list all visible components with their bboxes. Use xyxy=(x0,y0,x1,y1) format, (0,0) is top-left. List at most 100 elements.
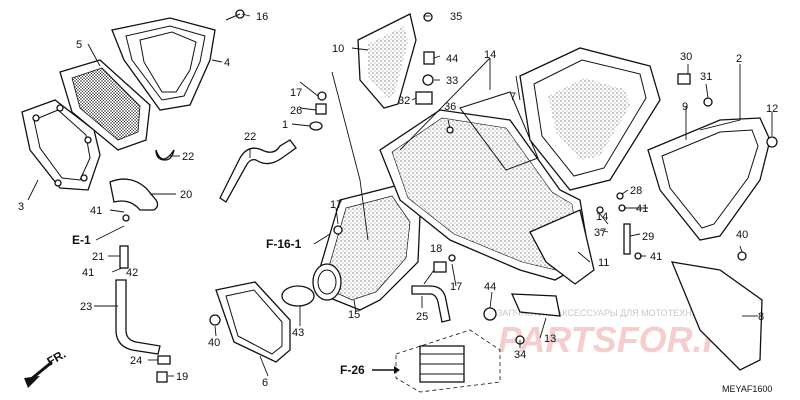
callout-15: 15 xyxy=(348,309,360,321)
leader-lines xyxy=(27,13,773,377)
callout-25: 25 xyxy=(416,311,428,323)
part-7-box xyxy=(519,47,661,191)
callout-41b: 41 xyxy=(82,267,94,279)
callout-33: 32 xyxy=(398,95,410,107)
part-39-nut xyxy=(209,314,221,326)
part-8-cover xyxy=(670,261,763,371)
part-42-band xyxy=(281,285,315,307)
part-14-clip xyxy=(596,206,604,214)
callout-39: 40 xyxy=(208,337,220,349)
part-23-tube xyxy=(219,139,297,203)
part-44-bolt xyxy=(423,51,435,65)
callout-1: 1 xyxy=(282,119,288,131)
part-1-grommet xyxy=(309,121,323,131)
callout-28: 24 xyxy=(130,355,142,367)
callout-13: 13 xyxy=(544,333,556,345)
part-10-cover xyxy=(357,13,417,109)
part-15-duct xyxy=(312,185,421,311)
part-34-washer xyxy=(422,74,434,86)
callout-22: 21 xyxy=(92,251,104,263)
part-19-clip xyxy=(433,261,447,273)
callout-4: 4 xyxy=(224,57,230,69)
callout-38: 40 xyxy=(736,229,748,241)
callout-31: 30 xyxy=(680,51,692,63)
callout-36: 35 xyxy=(450,11,462,23)
callout-8: 8 xyxy=(758,311,764,323)
part-13-bracket xyxy=(510,293,561,317)
part-43-bolt xyxy=(483,307,497,321)
callout-41a: 41 xyxy=(90,205,102,217)
callout-21: 20 xyxy=(180,189,192,201)
callout-9: 9 xyxy=(682,101,688,113)
part-5-element xyxy=(59,59,151,151)
callout-29: 28 xyxy=(630,185,642,197)
callout-37b: 37 xyxy=(594,227,606,239)
diagram-code: MEYAF1600 xyxy=(722,384,772,394)
callout-19: 18 xyxy=(430,243,442,255)
callout-44: 44 xyxy=(446,53,458,65)
callout-17b: 17 xyxy=(330,199,342,211)
callout-40b: 41 xyxy=(650,251,662,263)
part-6-gasket xyxy=(215,281,291,363)
callout-16: 16 xyxy=(256,11,268,23)
callout-34: 33 xyxy=(446,75,458,87)
part-21-hose xyxy=(109,178,159,211)
callout-2: 2 xyxy=(736,53,742,65)
part-27-clamp xyxy=(155,149,175,161)
part-32-washer xyxy=(703,97,713,107)
callout-18: 17 xyxy=(450,281,462,293)
part-38-bolt xyxy=(737,251,747,261)
callout-37a: 36 xyxy=(444,101,456,113)
ref-e1: E-1 xyxy=(72,233,91,247)
part-33-nut xyxy=(415,91,433,105)
callout-41c: 42 xyxy=(126,267,138,279)
part-11-plate xyxy=(529,209,595,285)
ref-f26: F-26 xyxy=(340,363,365,377)
part-3-plate xyxy=(21,99,101,191)
callout-labels: 5 4 16 3 22 20 41 21 41 42 23 24 19 22 6… xyxy=(18,11,778,389)
part-18-clip xyxy=(448,254,456,262)
part-f26-module xyxy=(395,329,501,393)
callout-14a: 14 xyxy=(484,49,496,61)
callout-17a: 17 xyxy=(290,87,302,99)
watermark-text: ЗАПЧАСТИ И АКСЕССУАРЫ ДЛЯ МОТОТЕХНИКИ xyxy=(497,308,710,318)
part-22-joint xyxy=(119,245,129,269)
callout-14b: 14 xyxy=(596,211,608,223)
part-30-bolt xyxy=(623,223,631,255)
callout-10: 10 xyxy=(332,43,344,55)
part-12-bolt xyxy=(766,136,778,148)
callout-43: 44 xyxy=(484,281,496,293)
callout-24: 23 xyxy=(80,301,92,313)
callout-5: 5 xyxy=(76,39,82,51)
part-20-cap xyxy=(156,371,168,383)
callout-35: 34 xyxy=(514,349,526,361)
reference-labels: E-1 F-16-1 F-26 xyxy=(72,225,400,377)
part-36-bolt xyxy=(423,12,433,22)
callout-26: 26 xyxy=(290,105,302,117)
callout-40a: 41 xyxy=(636,203,648,215)
part-29-bolt xyxy=(616,192,624,200)
front-arrow: FR. xyxy=(24,347,68,388)
callout-23: 22 xyxy=(244,131,256,143)
part-17b-clip xyxy=(333,225,343,235)
callout-3: 3 xyxy=(18,201,24,213)
callout-20: 19 xyxy=(176,371,188,383)
part-25-hose xyxy=(411,285,451,323)
part-16-screw xyxy=(225,9,245,21)
part-24-tube xyxy=(115,279,161,355)
callout-6: 6 xyxy=(262,377,268,389)
part-28-plug xyxy=(157,355,171,365)
callout-27: 22 xyxy=(182,151,194,163)
callout-30: 29 xyxy=(642,231,654,243)
callout-7: 7 xyxy=(510,91,516,103)
ref-f16-1: F-16-1 xyxy=(266,237,302,251)
part-31-grommet xyxy=(677,73,691,85)
callout-32: 31 xyxy=(700,71,712,83)
part-9-element xyxy=(647,117,771,241)
part-26-fitting xyxy=(315,103,327,115)
part-4-filter xyxy=(111,17,216,111)
part-41-clip xyxy=(122,214,130,222)
callout-12: 12 xyxy=(766,103,778,115)
